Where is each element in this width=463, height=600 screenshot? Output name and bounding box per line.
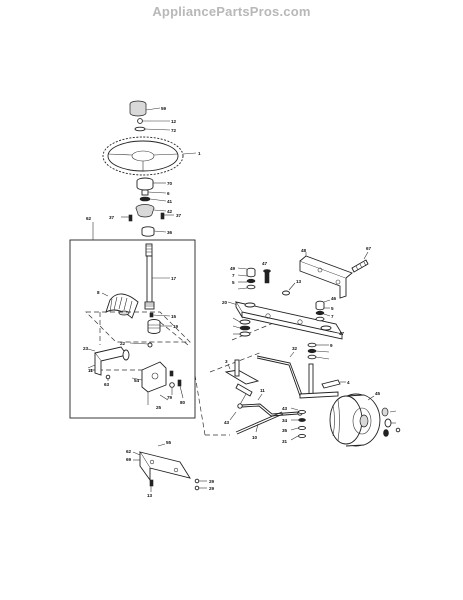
callout-36: 36 xyxy=(167,230,173,235)
callout-47-b: 47 xyxy=(339,331,345,336)
callout-17: 17 xyxy=(171,276,177,281)
steering-wheel xyxy=(102,136,197,176)
left-pivot-hardware xyxy=(227,267,256,337)
steering-support-bracket xyxy=(131,361,169,405)
callout-15: 15 xyxy=(171,314,177,319)
callout-37-left: 37 xyxy=(109,215,115,220)
callout-6: 6 xyxy=(167,191,170,196)
spindle-lower-hardware xyxy=(290,407,306,441)
callout-41: 41 xyxy=(167,199,173,204)
callout-29-bottom: 29 xyxy=(209,486,215,491)
sector-gear xyxy=(101,292,139,319)
center-pivot-bolt xyxy=(263,269,296,296)
callout-43-left: 43 xyxy=(224,420,230,425)
callout-32: 32 xyxy=(292,346,298,351)
callout-7-a: 7 xyxy=(232,273,235,278)
left-spindle xyxy=(224,359,260,409)
spindle-hardware xyxy=(307,342,330,360)
axle-guide-lines xyxy=(194,321,277,436)
drag-link xyxy=(256,351,303,397)
callout-23: 23 xyxy=(83,346,89,351)
washer-22 xyxy=(129,342,153,348)
callout-1: 1 xyxy=(198,151,201,156)
callout-12: 12 xyxy=(171,119,177,124)
steering-wheel-cap xyxy=(129,100,161,117)
callout-4: 4 xyxy=(347,380,350,385)
callout-79: 79 xyxy=(167,395,173,400)
wheel-hub-hardware xyxy=(381,407,401,437)
pivot-bracket xyxy=(87,346,130,381)
callout-9: 9 xyxy=(330,343,333,348)
callout-47-a: 47 xyxy=(262,261,268,266)
screws-37 xyxy=(121,212,174,222)
callout-11-right: 11 xyxy=(260,388,265,393)
callout-22: 22 xyxy=(120,341,126,346)
callout-5-b: 5 xyxy=(331,306,334,311)
callout-3: 3 xyxy=(225,359,228,364)
wheel-nut xyxy=(137,118,170,124)
nut-79 xyxy=(169,382,175,395)
callout-34: 34 xyxy=(282,418,288,423)
callout-7-b: 7 xyxy=(331,314,334,319)
right-spindle xyxy=(299,363,346,399)
axle-beam xyxy=(235,301,343,340)
tie-rod xyxy=(229,393,303,421)
steering-bracket-bushing xyxy=(135,204,167,218)
front-wheel xyxy=(329,393,381,447)
callout-35: 35 xyxy=(282,428,288,433)
wheel-adapter xyxy=(136,177,166,191)
bushing xyxy=(139,196,167,202)
pinion xyxy=(147,319,172,334)
callout-11-left: 11 xyxy=(88,368,93,373)
bolt-80 xyxy=(177,379,184,399)
callout-8: 8 xyxy=(97,290,100,295)
callout-46: 46 xyxy=(331,296,337,301)
callout-19: 19 xyxy=(173,324,179,329)
shaft-coupler xyxy=(141,226,167,237)
callout-55: 55 xyxy=(166,440,172,445)
callout-42: 42 xyxy=(167,209,173,214)
steering-shaft xyxy=(144,243,170,310)
bolt-15 xyxy=(149,312,171,318)
site-watermark: AppliancePartsPros.com xyxy=(152,4,311,19)
callout-54: 54 xyxy=(134,378,140,383)
callout-69: 69 xyxy=(126,457,132,462)
callout-25: 25 xyxy=(156,405,162,410)
callout-62: 62 xyxy=(86,216,92,221)
callout-13-center: 13 xyxy=(296,279,302,284)
spacer xyxy=(141,189,167,196)
callout-45: 45 xyxy=(375,391,381,396)
lower-link xyxy=(235,411,284,435)
callout-5-a: 5 xyxy=(232,280,235,285)
callout-59: 59 xyxy=(161,106,167,111)
callout-80: 80 xyxy=(180,400,186,405)
callout-31: 31 xyxy=(282,439,288,444)
callout-43-right: 43 xyxy=(282,406,288,411)
callout-49: 49 xyxy=(230,266,236,271)
callout-63: 63 xyxy=(104,382,110,387)
callout-37-right: 37 xyxy=(176,213,182,218)
callout-72: 72 xyxy=(171,128,177,133)
lower-mounting-bracket xyxy=(132,443,207,492)
callout-67: 67 xyxy=(366,246,372,251)
axle-support-bracket xyxy=(299,251,369,299)
callout-29-top: 29 xyxy=(209,479,215,484)
wheel-washer xyxy=(134,126,171,132)
callout-20: 20 xyxy=(222,300,228,305)
callout-62-lower: 62 xyxy=(126,449,132,454)
callout-13-lower: 13 xyxy=(147,493,153,498)
bolt-13-box xyxy=(169,370,174,377)
callout-48: 48 xyxy=(301,248,307,253)
right-pivot-hardware xyxy=(315,299,339,334)
steering-shaft-assembly-box xyxy=(69,222,196,419)
callout-10: 10 xyxy=(252,435,258,440)
callout-70: 70 xyxy=(167,181,173,186)
